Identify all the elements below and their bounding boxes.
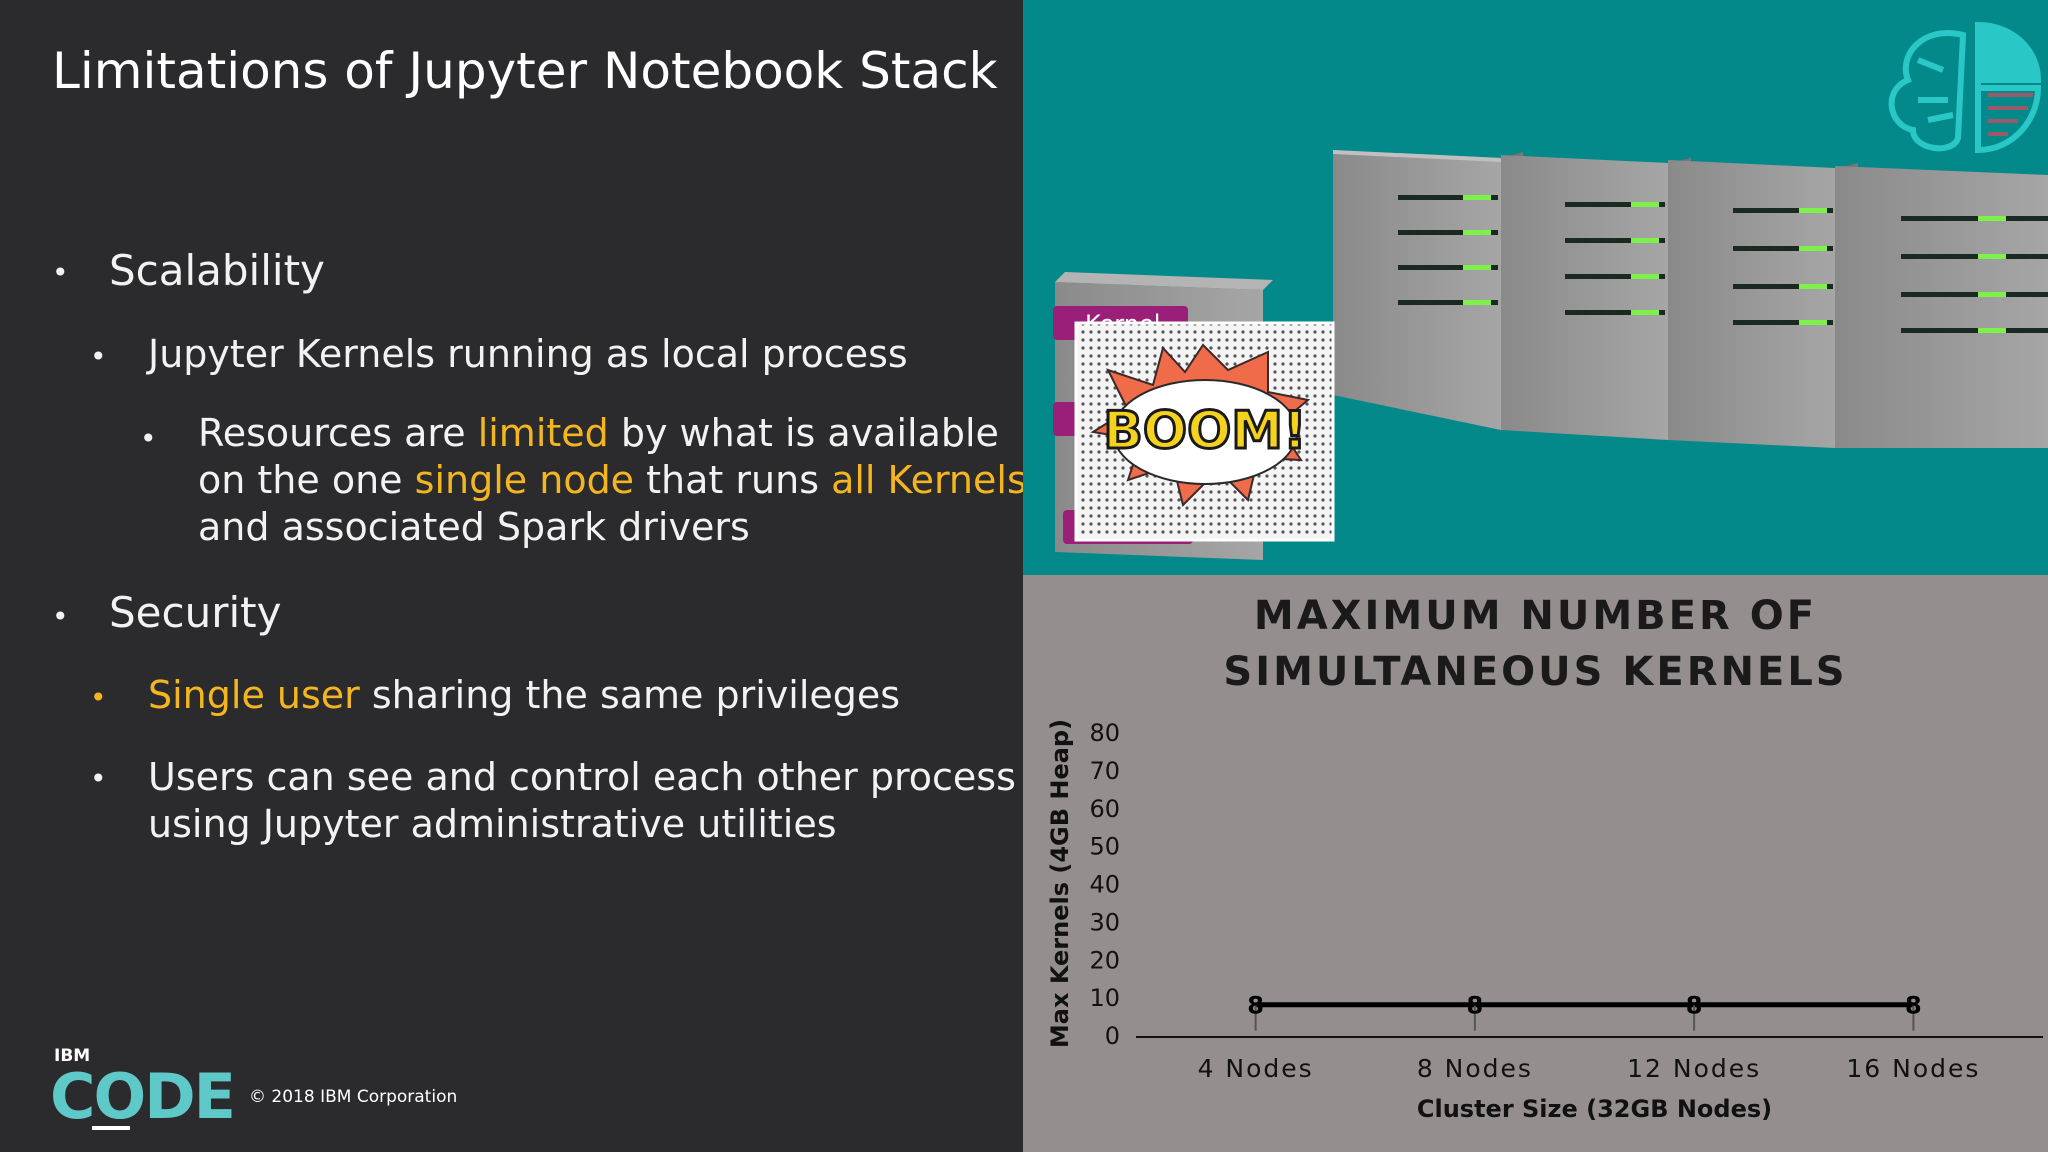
bullet-users-control: Users can see and control each other pro… [148, 755, 1016, 846]
resources-line-1: Resources are limited by what is availab… [198, 411, 999, 455]
slide-title: Limitations of Jupyter Notebook Stack [52, 42, 998, 100]
line-chart: 0 10 20 30 40 50 60 70 80 4 Nodes 8 Nodes 12 Nodes… [1046, 719, 2043, 1123]
server-unit [1333, 150, 1523, 430]
y-axis-ticks: 0 10 20 30 40 50 60 70 80 [1089, 719, 1120, 1050]
server-rack [1333, 150, 2048, 448]
bullet-kernels-local: Jupyter Kernels running as local process [148, 332, 908, 376]
y-tick-label: 30 [1089, 908, 1120, 936]
y-tick-label: 80 [1089, 719, 1120, 747]
data-label: 8 [1247, 992, 1264, 1020]
illustration-panel: Kernel [1023, 0, 2048, 575]
bullet-dot: • [90, 340, 107, 373]
bullet-dot: • [90, 762, 107, 795]
server-unit [1668, 160, 1858, 448]
bullet-security: Security [109, 588, 282, 637]
copyright-text: © 2018 IBM Corporation [249, 1087, 458, 1107]
boom-comic: BOOM! [1074, 321, 1335, 542]
server-unit [1501, 155, 1691, 440]
chart-title-line-1: MAXIMUM NUMBER OF [1253, 593, 1818, 639]
server-illustration: Kernel [1053, 21, 2048, 560]
bullet-resources: Resources are limited by what is availab… [198, 410, 1027, 551]
bullet-dot: • [90, 681, 107, 714]
y-tick-label: 10 [1089, 984, 1120, 1012]
bullet-dot: • [140, 422, 157, 455]
x-tick-label: 12 Nodes [1627, 1054, 1761, 1083]
boom-text: BOOM! [1103, 401, 1307, 461]
y-tick-label: 20 [1089, 946, 1120, 974]
bullet-single-user: Single user sharing the same privileges [148, 673, 901, 717]
resources-line-3: and associated Spark drivers [198, 505, 750, 549]
ibm-logo-text: IBM [54, 1046, 91, 1066]
y-tick-label: 50 [1089, 833, 1120, 861]
y-tick-label: 60 [1089, 795, 1120, 823]
x-tick-label: 4 Nodes [1198, 1054, 1314, 1083]
bullet-dot: • [52, 600, 69, 633]
data-label: 8 [1467, 992, 1484, 1020]
y-axis-label: Max Kernels (4GB Heap) [1046, 719, 1074, 1048]
bullet-scalability: Scalability [109, 246, 325, 295]
slide-text-panel: Limitations of Jupyter Notebook Stack • … [0, 0, 1027, 1152]
x-axis-ticks: 4 Nodes 8 Nodes 12 Nodes 16 Nodes [1198, 1054, 1980, 1083]
brain-chart-icon [1888, 21, 2042, 154]
x-tick-label: 16 Nodes [1846, 1054, 1980, 1083]
resources-line-2: on the one single node that runs all Ker… [198, 458, 1027, 502]
chart-title-line-2: SIMULTANEOUS KERNELS [1223, 649, 1848, 695]
code-logo: CODE [50, 1060, 236, 1133]
y-tick-label: 0 [1105, 1022, 1120, 1050]
bullet-dot: • [52, 256, 69, 289]
x-tick-label: 8 Nodes [1417, 1054, 1533, 1083]
x-axis-label: Cluster Size (32GB Nodes) [1417, 1095, 1772, 1123]
server-unit [1835, 166, 2048, 448]
logo-underline [92, 1126, 130, 1130]
data-label: 8 [1686, 992, 1703, 1020]
y-tick-label: 70 [1089, 757, 1120, 785]
y-tick-label: 40 [1089, 871, 1120, 899]
series-points: 8 8 8 8 [1247, 992, 1922, 1031]
data-label: 8 [1905, 992, 1922, 1020]
chart-panel: MAXIMUM NUMBER OF SIMULTANEOUS KERNELS 0… [1023, 575, 2048, 1152]
